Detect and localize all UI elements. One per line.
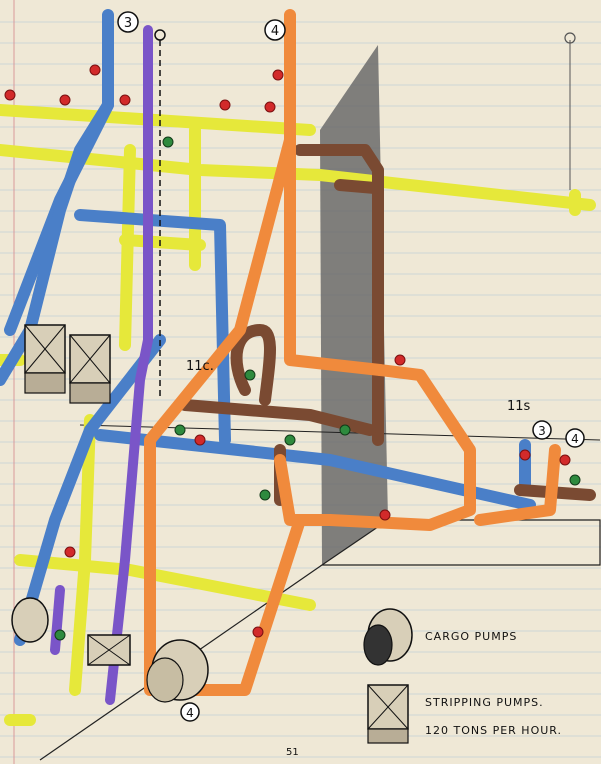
pipe-label-3-top-text: 3	[124, 16, 132, 31]
yellow-pipe-lower-header	[14, 554, 316, 611]
legend-stripping-pump-icon	[367, 684, 409, 744]
page-number: 51	[286, 747, 299, 758]
cargo-pump-cylinder	[11, 597, 49, 643]
brown-pipe-loop	[230, 324, 276, 406]
cargo-pumps-in-diagram	[11, 597, 209, 703]
legend-stripping-line1: STRIPPING PUMPS.	[425, 696, 544, 709]
red-valve	[194, 434, 206, 446]
red-valve	[272, 69, 284, 81]
pipe-label-4-bottom: 4	[180, 702, 200, 722]
orange-pipe-4-main	[144, 9, 296, 696]
pipe-label-4-right-text: 4	[571, 432, 579, 446]
green-valve	[162, 136, 174, 148]
blue-pipe-diagonal	[14, 334, 166, 646]
pipe-label-3-top: 3	[117, 11, 139, 33]
purple-pipe-lower-stub	[50, 585, 65, 655]
pipe-label-4-bottom-text: 4	[186, 706, 194, 720]
blue-pipe-deck-header	[94, 429, 536, 511]
ruled-lines	[0, 21, 601, 758]
stripping-pump-box	[69, 334, 111, 404]
green-valve	[244, 369, 256, 381]
deck-outline-right	[320, 519, 601, 566]
yellow-pipe-drop-2	[119, 144, 136, 351]
red-valve	[252, 626, 264, 638]
label-11s: 11s	[507, 399, 531, 414]
pipe-label-3-right-text: 3	[538, 424, 546, 438]
green-valve	[259, 489, 271, 501]
green-valve	[54, 629, 66, 641]
red-valve	[264, 101, 276, 113]
stripping-pump-box	[87, 634, 131, 666]
red-valve	[89, 64, 101, 76]
brown-pipe-cross	[179, 399, 376, 436]
red-valve	[64, 546, 76, 558]
blue-pipe-branch	[24, 99, 114, 336]
legend-cargo-pump-icon	[363, 608, 413, 666]
green-valve	[569, 474, 581, 486]
red-valve	[559, 454, 571, 466]
red-valve	[4, 89, 16, 101]
red-valve	[519, 449, 531, 461]
stripping-pump-box	[24, 324, 66, 394]
red-valve	[59, 94, 71, 106]
yellow-pipe-cross	[119, 234, 206, 251]
blue-pipe-middle-riser	[74, 209, 231, 446]
pipe-label-3-right: 3	[532, 420, 552, 440]
pipe-label-4-top: 4	[264, 19, 286, 41]
green-valve	[174, 424, 186, 436]
yellow-pipe-upper-branch	[0, 144, 596, 211]
purple-pipe-main	[105, 25, 153, 705]
orange-pipe-4-right-riser	[474, 444, 561, 526]
label-11c: 11c.	[186, 359, 214, 374]
brown-pipe-riser	[294, 144, 384, 446]
legend-stripping-line2: 120 TONS PER HOUR.	[425, 724, 562, 737]
yellow-pipes	[0, 104, 596, 726]
purple-pipes	[50, 25, 153, 705]
blue-pipes	[0, 9, 536, 646]
orange-pipe-return	[274, 454, 336, 526]
red-valve	[394, 354, 406, 366]
cargo-pump-cylinder	[146, 639, 209, 703]
green-valve	[284, 434, 296, 446]
legend-cargo-pumps: CARGO PUMPS	[425, 630, 517, 643]
green-valve	[339, 424, 351, 436]
pipe-label-4-right: 4	[565, 428, 585, 448]
red-valve	[379, 509, 391, 521]
red-valve	[119, 94, 131, 106]
red-valve	[219, 99, 231, 111]
orange-pipe-drop	[284, 134, 386, 376]
orange-pipe-loop	[324, 364, 476, 531]
valves	[4, 29, 581, 641]
stripping-pumps-in-diagram	[24, 324, 131, 666]
grey-valve	[564, 32, 576, 44]
pipe-label-4-top-text: 4	[271, 24, 279, 39]
black-valve	[154, 29, 166, 41]
legend: CARGO PUMPS STRIPPING PUMPS. 120 TONS PE…	[363, 608, 562, 744]
brown-pipe-bend	[334, 179, 381, 194]
yellow-pipe-top-header	[0, 104, 316, 136]
